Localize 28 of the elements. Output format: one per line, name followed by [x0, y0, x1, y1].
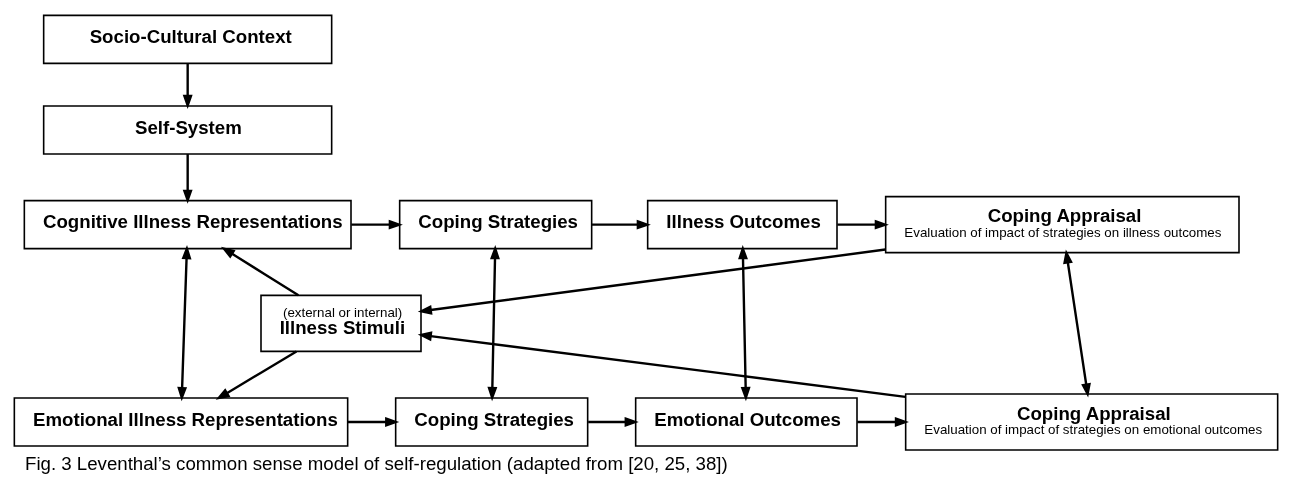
arrow	[351, 219, 403, 230]
node-box: Emotional Illness Representations	[13, 397, 349, 447]
arrow	[215, 350, 298, 400]
arrow	[417, 331, 906, 399]
caption: Fig. 3 Leventhal’s common sense model of self-regulation (adapted from [20, 25, 38])	[25, 453, 728, 475]
arrow	[417, 248, 886, 315]
arrow	[857, 417, 909, 427]
arrow	[837, 219, 889, 230]
arrow	[588, 417, 639, 427]
node-box: Socio-Cultural Context	[42, 14, 333, 65]
node-box: Coping Appraisal Evaluation of impact of strategies on emotional outcomes	[904, 393, 1279, 451]
arrow	[487, 245, 500, 402]
arrow	[738, 245, 751, 402]
arrow	[220, 246, 300, 297]
node-box: Coping Appraisal Evaluation of impact of strategies on illness outcomes	[884, 195, 1240, 254]
arrow	[592, 219, 651, 230]
node-box: Illness Outcomes	[646, 199, 838, 250]
node-box: (external or internal) Illness Stimuli	[260, 294, 422, 353]
arrow	[1063, 249, 1091, 398]
node-box: Emotional Outcomes	[634, 397, 858, 447]
arrow	[182, 63, 193, 110]
arrow	[347, 417, 400, 427]
node-box: Cognitive Illness Representations	[23, 199, 352, 250]
node-box: Coping Strategies	[394, 397, 589, 447]
arrow	[182, 154, 193, 204]
node-box: Self-System	[42, 105, 333, 155]
arrow	[177, 245, 192, 402]
node-box: Coping Strategies	[398, 199, 593, 250]
